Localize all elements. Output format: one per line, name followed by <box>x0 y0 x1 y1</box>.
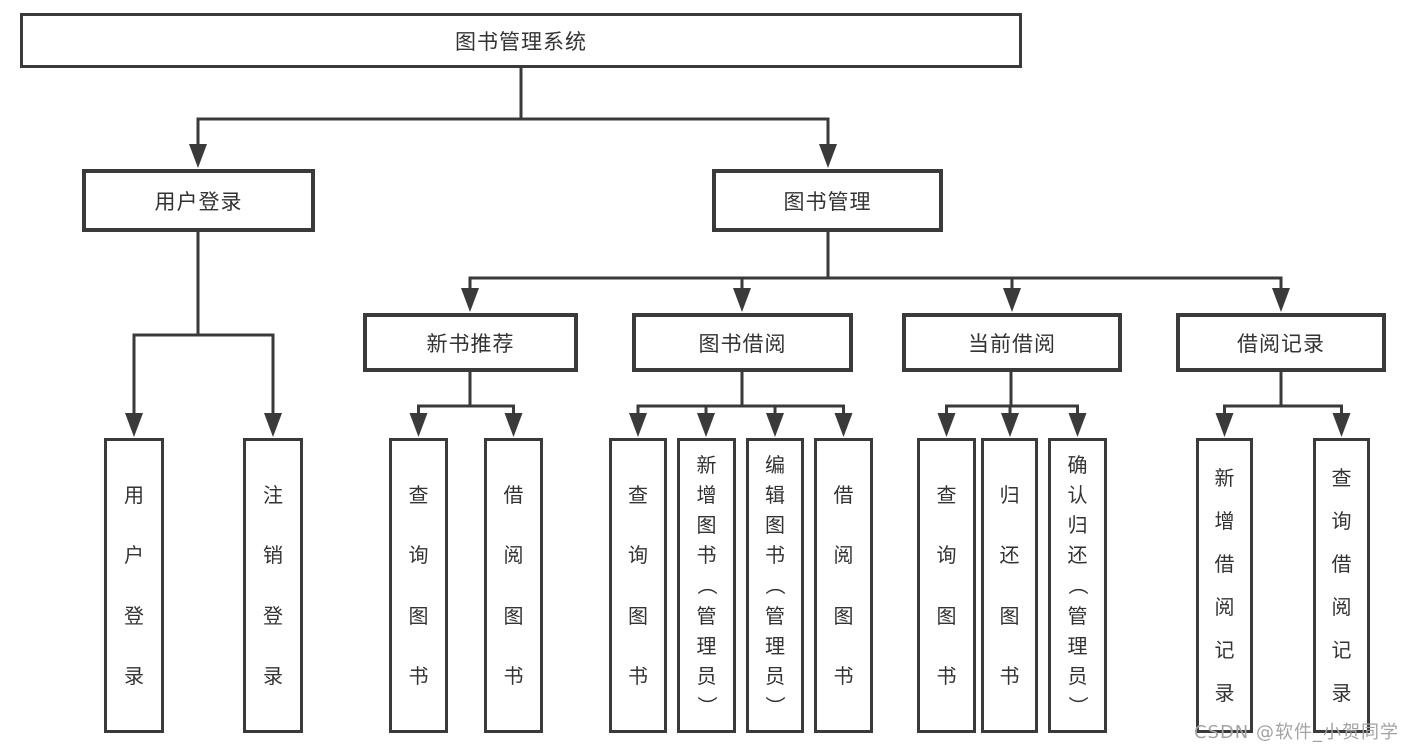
node-current-borrowing-label: 当前借阅 <box>968 331 1056 356</box>
node-logout: 注销登录 <box>243 438 303 733</box>
node-query-books-2: 查询图书 <box>609 438 667 733</box>
node-query-books-1: 查询图书 <box>389 438 448 733</box>
node-add-books-admin: 新增图书（管理员） <box>677 438 736 733</box>
node-book-management-label: 图书管理 <box>783 189 872 214</box>
node-query-books-3-label: 查询图书 <box>936 483 957 688</box>
node-confirm-return-admin-label: 确认归还（管理员） <box>1065 453 1090 716</box>
node-query-borrow-record: 查询借阅记录 <box>1313 438 1370 733</box>
node-current-borrowing: 当前借阅 <box>902 313 1122 372</box>
node-edit-books-admin: 编辑图书（管理员） <box>746 438 804 733</box>
node-user-login-label: 用户登录 <box>154 189 243 214</box>
node-query-books-2-label: 查询图书 <box>628 483 648 688</box>
node-logout-label: 注销登录 <box>263 483 283 688</box>
node-book-borrowing-label: 图书借阅 <box>698 331 787 356</box>
node-borrowing-records: 借阅记录 <box>1176 313 1386 372</box>
node-return-books-label: 归还图书 <box>999 483 1020 688</box>
node-user-login: 用户登录 <box>82 169 315 232</box>
watermark-text: CSDN @软件_小贺同学 <box>1193 722 1399 743</box>
node-borrow-books-2: 借阅图书 <box>814 438 873 733</box>
node-library-management-system: 图书管理系统 <box>20 13 1022 68</box>
node-library-management-system-label: 图书管理系统 <box>455 29 587 54</box>
node-query-books-3: 查询图书 <box>917 438 976 733</box>
node-add-borrow-record: 新增借阅记录 <box>1196 438 1253 733</box>
node-borrowing-records-label: 借阅记录 <box>1237 331 1325 356</box>
node-return-books: 归还图书 <box>981 438 1038 733</box>
node-borrow-books-2-label: 借阅图书 <box>833 483 854 688</box>
node-add-borrow-record-label: 新增借阅记录 <box>1214 466 1235 705</box>
node-user-login-leaf: 用户登录 <box>104 438 164 733</box>
node-new-book-recommendation: 新书推荐 <box>363 313 578 372</box>
node-borrow-books-1: 借阅图书 <box>484 438 543 733</box>
node-confirm-return-admin: 确认归还（管理员） <box>1048 438 1107 733</box>
node-query-borrow-record-label: 查询借阅记录 <box>1331 466 1352 705</box>
node-book-borrowing: 图书借阅 <box>632 313 853 372</box>
arrowheads <box>125 144 1351 437</box>
node-user-login-leaf-label: 用户登录 <box>124 483 144 688</box>
node-edit-books-admin-label: 编辑图书（管理员） <box>763 453 787 716</box>
node-query-books-1-label: 查询图书 <box>408 483 429 688</box>
node-borrow-books-1-label: 借阅图书 <box>503 483 524 688</box>
node-book-management: 图书管理 <box>712 169 943 232</box>
node-add-books-admin-label: 新增图书（管理员） <box>694 453 719 716</box>
node-new-book-recommendation-label: 新书推荐 <box>426 331 515 356</box>
